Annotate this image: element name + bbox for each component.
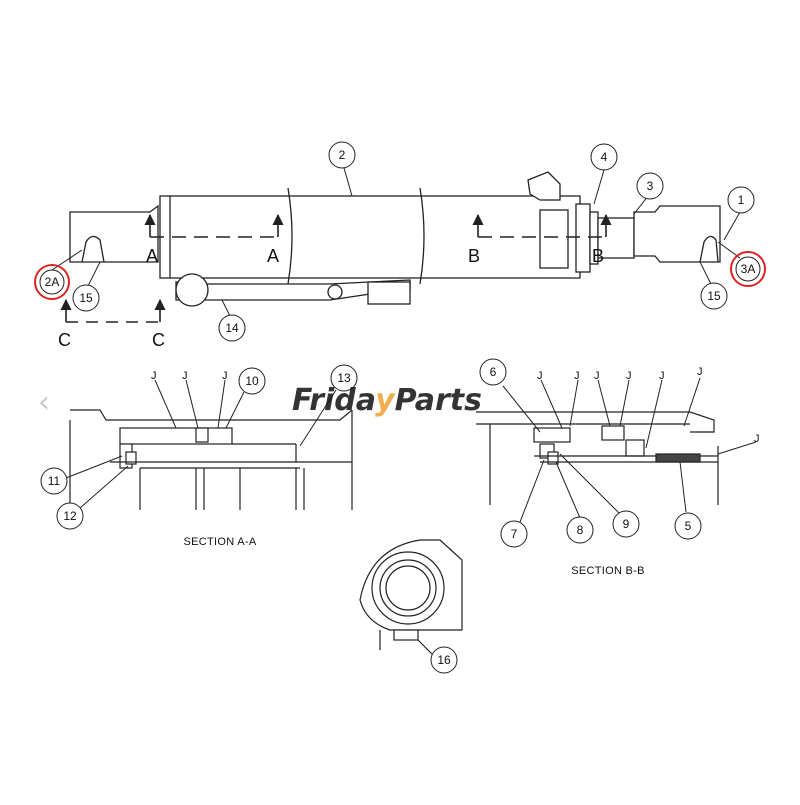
callout-10-label: 10 (245, 374, 259, 388)
callout-8-label: 8 (577, 523, 584, 537)
callout-14: 14 (218, 314, 246, 342)
callout-12-label: 12 (63, 509, 77, 523)
section-aa-caption: SECTION A-A (184, 536, 257, 548)
callout-16: 16 (430, 646, 458, 674)
callout-13: 13 (330, 364, 358, 392)
section-aa-view (69, 409, 353, 510)
j-label-bb-5: J (659, 370, 665, 382)
callout-10: 10 (238, 367, 266, 395)
highlight-ring-3a (730, 251, 766, 287)
callout-2a: 2A (34, 264, 70, 300)
callout-11: 11 (40, 467, 68, 495)
j-label-bb-4: J (626, 370, 632, 382)
j-label-bb-7: J (754, 433, 760, 445)
j-label-bb-6: J (697, 366, 703, 378)
watermark-part2: y (375, 383, 396, 418)
watermark-part1: Frida (292, 383, 375, 418)
highlight-ring-2a (34, 264, 70, 300)
callout-3-label: 3 (647, 179, 654, 193)
callout-8: 8 (566, 516, 594, 544)
callout-3a-label: 3A (741, 262, 756, 276)
fridayparts-watermark-logo: FridayParts (292, 383, 482, 418)
j-label-aa-3: J (222, 370, 228, 382)
callout-2: 2 (328, 141, 356, 169)
callout-15-right-label: 15 (707, 289, 721, 303)
main-cylinder-view (69, 171, 721, 307)
callout-5-label: 5 (685, 519, 692, 533)
callout-15-left-label: 15 (79, 291, 93, 305)
callout-13-label: 13 (337, 371, 351, 385)
callout-7: 7 (500, 520, 528, 548)
callout-16-label: 16 (437, 653, 451, 667)
section-letter-a-right: A (267, 246, 279, 266)
section-bb-caption: SECTION B-B (571, 565, 645, 577)
callout-6-label: 6 (490, 365, 497, 379)
callout-1-label: 1 (738, 193, 745, 207)
j-label-aa-1: J (151, 370, 157, 382)
callout-3a: 3A (730, 251, 766, 287)
callout-14-label: 14 (225, 321, 239, 335)
callout-2-label: 2 (339, 148, 346, 162)
j-label-bb-3: J (594, 370, 600, 382)
watermark-part3: Parts (395, 383, 482, 418)
j-label-bb-2: J (574, 370, 580, 382)
callout-11-label: 11 (48, 474, 61, 488)
j-label-bb-1: J (537, 370, 543, 382)
section-aa-leaders (65, 379, 337, 509)
svg-text:FridayParts: FridayParts (292, 383, 482, 418)
section-letter-c-right: C (152, 330, 165, 350)
section-letter-b-left: B (468, 246, 480, 266)
callout-2a-label: 2A (45, 275, 60, 289)
chevron-left-icon[interactable]: ‹ (38, 385, 50, 420)
section-letter-b-right: B (592, 246, 604, 266)
section-bb-leaders (502, 377, 757, 523)
section-cut-lines (60, 213, 612, 323)
section-bb-view (476, 411, 719, 505)
callout-15-left: 15 (72, 284, 100, 312)
callout-9: 9 (612, 510, 640, 538)
callout-7-label: 7 (511, 527, 518, 541)
callout-12: 12 (56, 502, 84, 530)
j-label-aa-2: J (182, 370, 188, 382)
callout-6: 6 (479, 358, 507, 386)
section-letter-a-left: A (146, 246, 158, 266)
callout-15-right: 15 (700, 282, 728, 310)
section-letter-c-left: C (58, 330, 71, 350)
callout-9-label: 9 (623, 517, 630, 531)
callout-3: 3 (636, 172, 664, 200)
callout-1: 1 (727, 186, 755, 214)
callout-4-label: 4 (601, 150, 608, 164)
callout-4: 4 (590, 143, 618, 171)
callout-5: 5 (674, 512, 702, 540)
view-cc (359, 539, 463, 655)
